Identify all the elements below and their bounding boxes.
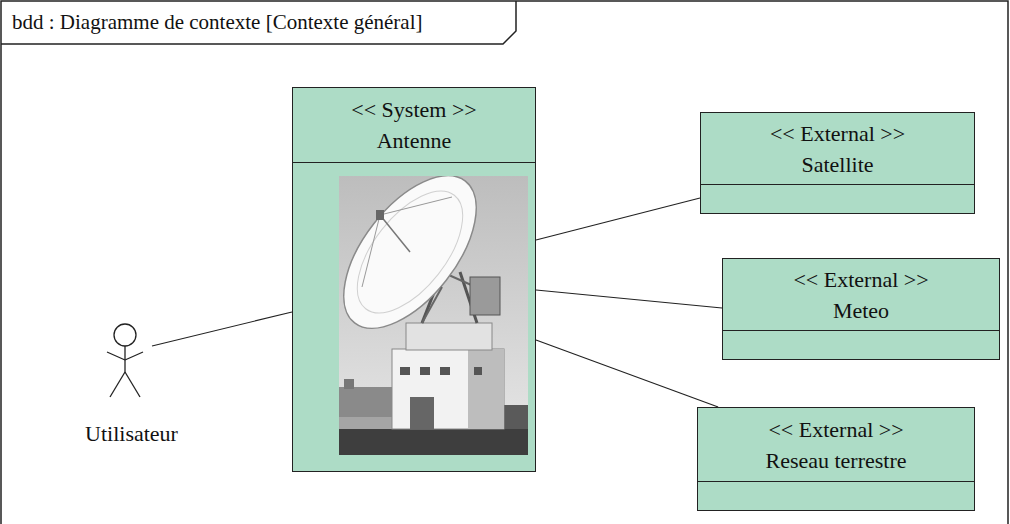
actor: Utilisateur [55, 320, 208, 449]
stereotype-label: << External >> [770, 118, 905, 149]
block-header: << System >>Antenne [293, 88, 535, 163]
block-name: Reseau terrestre [765, 445, 906, 476]
stereotype-label: << System >> [351, 94, 476, 125]
block-header: << External >>Reseau terrestre [698, 408, 974, 482]
association-line [536, 198, 700, 240]
association-line [152, 312, 292, 346]
actor-figure [55, 320, 208, 412]
block-box: << External >>Satellite [700, 112, 975, 214]
stereotype-label: << External >> [793, 264, 928, 295]
block-name: Satellite [801, 149, 873, 180]
block-box: << External >>Reseau terrestre [697, 407, 975, 511]
block-header: << External >>Meteo [723, 259, 999, 331]
diagram-title: bdd : Diagramme de contexte [Contexte gé… [12, 7, 423, 37]
block-name: Meteo [833, 295, 889, 326]
association-line [536, 290, 722, 308]
stereotype-label: << External >> [768, 414, 903, 445]
block-name: Antenne [377, 125, 452, 156]
block-box: << System >>Antenne [292, 87, 536, 472]
actor-name: Utilisateur [55, 418, 208, 449]
block-header: << External >>Satellite [701, 113, 974, 185]
block-box: << External >>Meteo [722, 258, 1000, 360]
association-line [536, 340, 718, 407]
